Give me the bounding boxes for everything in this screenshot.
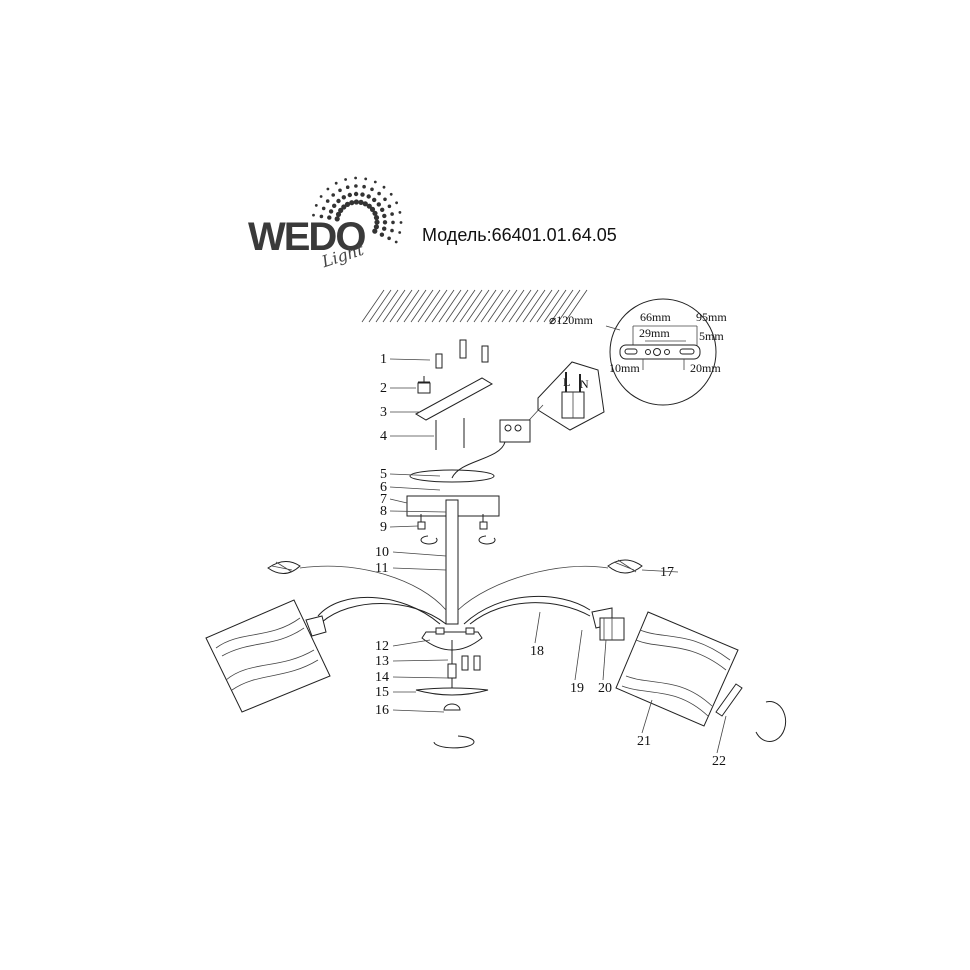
- mounting-plate-detail: ⌀120mm 66mm 95mm 29mm 5mm 10mm 20mm: [549, 298, 727, 406]
- screw-2: [417, 382, 431, 394]
- model-label: Модель:66401.01.64.05: [422, 225, 617, 245]
- finial: [443, 703, 461, 711]
- chandelier-arms: [299, 565, 609, 625]
- leader-line-13: [392, 659, 449, 662]
- slot-right: [679, 348, 695, 355]
- part-label-11: 11: [375, 561, 388, 576]
- leader-line-19: [574, 629, 583, 681]
- part-label-13: 13: [375, 654, 389, 669]
- leader-line-11: [392, 567, 447, 571]
- part-label-14: 14: [375, 670, 389, 685]
- dim-29: 29mm: [639, 326, 670, 340]
- leader-line-20: [602, 639, 607, 681]
- terminal-neutral-label: N: [580, 377, 589, 391]
- leader-line-18: [534, 611, 541, 644]
- part-label-8: 8: [380, 504, 387, 519]
- terminal-block-detail: L N: [519, 361, 605, 431]
- threaded-stem: [447, 663, 457, 679]
- shade-right: [615, 611, 739, 727]
- leader-line-21: [641, 699, 653, 734]
- leader-line-17: [641, 569, 679, 573]
- slot-left: [624, 348, 638, 355]
- part-label-6: 6: [380, 480, 387, 495]
- mounting-bracket: [414, 377, 494, 421]
- leader-line-12: [392, 639, 431, 647]
- part-label-2: 2: [380, 381, 387, 396]
- leader-line-6: [389, 486, 441, 491]
- leader-line-10: [392, 551, 447, 557]
- leader-line-1: [389, 358, 431, 361]
- bottom-cover: [415, 687, 489, 696]
- shade-ring: [715, 683, 743, 717]
- leader-line-14: [392, 676, 449, 679]
- dim-5: 5mm: [699, 329, 724, 343]
- part-label-21: 21: [637, 734, 651, 749]
- wire-connector: [451, 419, 531, 479]
- part-label-12: 12: [375, 639, 389, 654]
- part-label-15: 15: [375, 685, 389, 700]
- crystal-drop-right: [607, 559, 643, 574]
- leader-line-7: [389, 498, 408, 504]
- part-label-19: 19: [570, 681, 584, 696]
- part-label-16: 16: [375, 703, 389, 718]
- part-label-10: 10: [375, 545, 389, 560]
- dim-diameter: ⌀120mm: [549, 313, 594, 327]
- logo-dot-swirl: [312, 176, 403, 244]
- leader-line-22: [716, 715, 727, 754]
- leader-line-8: [389, 510, 447, 513]
- crystal-drop-left: [267, 561, 301, 574]
- leader-line-5: [389, 473, 441, 477]
- part-label-1: 1: [380, 352, 387, 367]
- leader-line-9: [389, 525, 419, 528]
- dim-66: 66mm: [640, 310, 671, 324]
- part-label-9: 9: [380, 520, 387, 535]
- dim-20: 20mm: [690, 361, 721, 375]
- part-label-3: 3: [380, 405, 387, 420]
- dim-10: 10mm: [609, 361, 640, 375]
- hole-left: [645, 349, 651, 355]
- part-label-5: 5: [380, 467, 387, 482]
- anchor-screws: [417, 339, 489, 450]
- part-label-7: 7: [380, 492, 387, 507]
- hole-right: [664, 349, 670, 355]
- leader-line-16: [392, 709, 445, 713]
- dim-95: 95mm: [696, 310, 727, 324]
- hole-center: [653, 348, 661, 356]
- brand-logo: WEDO Light: [248, 176, 403, 271]
- part-label-20: 20: [598, 681, 612, 696]
- shade-left: [205, 599, 331, 713]
- part-label-4: 4: [380, 429, 387, 444]
- part-label-22: 22: [712, 754, 726, 769]
- part-label-17: 17: [660, 565, 674, 580]
- part-label-18: 18: [530, 644, 544, 659]
- central-rod: [445, 499, 459, 625]
- logo-text: WEDO: [248, 215, 365, 259]
- ceiling-hatch: [361, 289, 588, 323]
